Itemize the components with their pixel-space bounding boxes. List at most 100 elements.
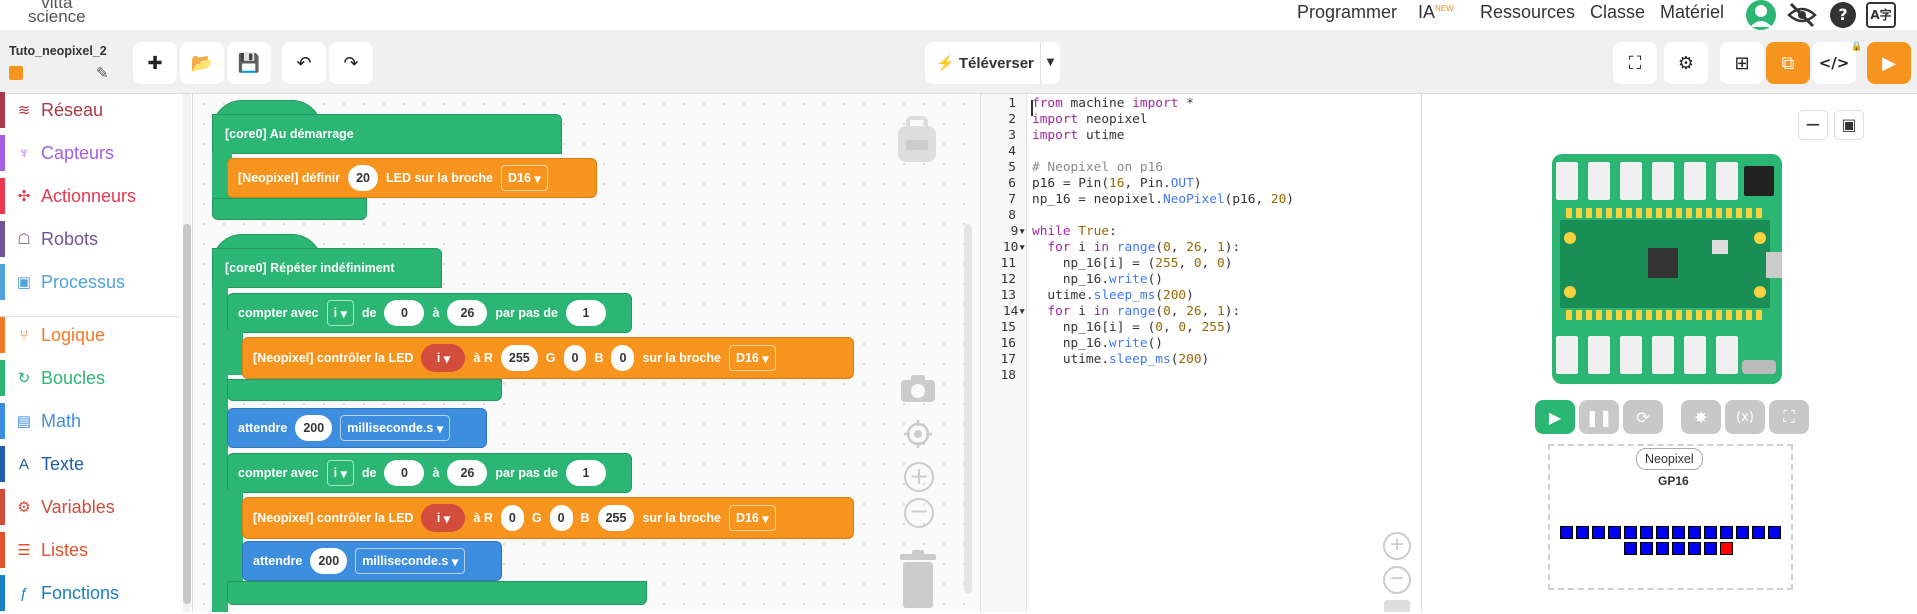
red-value-input[interactable]: 0 <box>500 505 524 531</box>
time-unit-dropdown[interactable]: milliseconde.s ▾ <box>340 415 451 441</box>
sidebar-category-capteurs[interactable]: ♆Capteurs <box>0 135 180 171</box>
for-loop-block[interactable]: compter avec i ▾ de 0 à 26 par pas de 1 <box>227 293 632 333</box>
sidebar-category-logique[interactable]: ⑂Logique <box>0 317 180 353</box>
wait-value-input[interactable]: 200 <box>310 548 348 574</box>
simulator-restart-button[interactable]: ⟳ <box>1623 400 1663 434</box>
loop-variable-dropdown[interactable]: i ▾ <box>326 300 354 326</box>
edit-name-icon[interactable]: ✎ <box>96 64 109 82</box>
pin-dropdown[interactable]: D16 ▾ <box>728 505 776 531</box>
blockly-workspace[interactable]: [core0] Au démarrage [Neopixel] définir … <box>194 94 979 612</box>
save-project-button[interactable]: 💾 <box>227 42 271 84</box>
sidebar-category-variables[interactable]: ⚙Variables <box>0 489 180 525</box>
project-name[interactable]: Tuto_neopixel_2 <box>9 44 107 58</box>
sidebar-category-réseau[interactable]: ≋Réseau <box>0 92 180 128</box>
nav-ia[interactable]: IANEW <box>1418 2 1454 22</box>
loop-from-input[interactable]: 0 <box>384 300 425 326</box>
line-number: 9▾ <box>1010 224 1026 239</box>
neopixel-set-led-block[interactable]: [Neopixel] contrôler la LED i ▾ à R 255 … <box>242 337 854 379</box>
green-value-input[interactable]: 0 <box>563 345 587 371</box>
eye-slash-icon[interactable] <box>1787 2 1817 28</box>
forever-block[interactable]: [core0] Répéter indéfiniment <box>212 248 442 288</box>
sidebar-scrollbar[interactable] <box>183 94 191 612</box>
raspberry-pi-pico-board[interactable] <box>1552 154 1782 384</box>
language-icon[interactable]: A字 <box>1866 2 1896 28</box>
neopixel-define-block[interactable]: [Neopixel] définir 20 LED sur la broche … <box>227 158 597 198</box>
sidebar-category-processus[interactable]: ▣Processus <box>0 264 180 300</box>
loop-step-input[interactable]: 1 <box>565 460 606 486</box>
nav-classe[interactable]: Classe <box>1590 2 1646 22</box>
sidebar-category-boucles[interactable]: ↻Boucles <box>0 360 180 396</box>
screenshot-icon[interactable] <box>900 374 936 404</box>
run-simulator-button[interactable]: ▶ <box>1867 42 1911 84</box>
neopixel-component[interactable]: Neopixel GP16 <box>1548 444 1793 590</box>
wait-block[interactable]: attendre 200 milliseconde.s ▾ <box>242 541 502 581</box>
text-icon: A <box>18 455 29 473</box>
wait-block[interactable]: attendre 200 milliseconde.s ▾ <box>227 408 487 448</box>
loop-step-input[interactable]: 1 <box>565 300 606 326</box>
minimize-simulator-icon[interactable]: − <box>1798 110 1828 140</box>
code-view-button[interactable]: </> <box>1812 42 1856 84</box>
simulator-debug-button[interactable]: ✸ <box>1681 400 1721 434</box>
settings-button[interactable]: ⚙ <box>1664 42 1708 84</box>
upload-options-dropdown[interactable]: ▼ <box>1040 42 1060 84</box>
sidebar-category-actionneurs[interactable]: ✣Actionneurs <box>0 178 180 214</box>
simulator-fullscreen-button[interactable]: ⛶ <box>1769 400 1809 434</box>
blue-value-input[interactable]: 0 <box>611 345 635 371</box>
green-value-input[interactable]: 0 <box>549 505 573 531</box>
simulator-variables-button[interactable]: (x) <box>1725 400 1765 434</box>
led-count-input[interactable]: 20 <box>348 165 378 191</box>
editor-reset-icon[interactable] <box>1384 600 1410 612</box>
loop-to-input[interactable]: 26 <box>447 300 488 326</box>
vittascience-logo[interactable]: vitta science <box>28 0 86 26</box>
sidebar-category-math[interactable]: ▤Math <box>0 403 180 439</box>
upload-button[interactable]: ⚡Téléverser <box>925 42 1045 84</box>
wait-value-input[interactable]: 200 <box>295 415 333 441</box>
sidebar-category-robots[interactable]: ☖Robots <box>0 221 180 257</box>
backpack-icon[interactable] <box>894 116 940 164</box>
trash-icon[interactable] <box>898 550 938 610</box>
pin-dropdown[interactable]: D16 ▾ <box>500 165 548 191</box>
loop-to-input[interactable]: 26 <box>447 460 488 486</box>
blocks-view-button[interactable]: ⊞ <box>1720 42 1764 84</box>
split-view-button[interactable]: ⧉ <box>1766 42 1810 84</box>
workspace-scrollbar[interactable] <box>964 224 972 594</box>
caret-down-icon: ▼ <box>1046 57 1055 68</box>
zoom-out-icon[interactable]: − <box>904 498 934 528</box>
time-unit-dropdown[interactable]: milliseconde.s ▾ <box>355 548 466 574</box>
help-icon[interactable]: ? <box>1830 2 1856 28</box>
loop-from-input[interactable]: 0 <box>384 460 425 486</box>
recenter-icon[interactable] <box>904 420 932 448</box>
user-avatar-icon[interactable] <box>1746 0 1776 30</box>
loop-variable-dropdown[interactable]: i ▾ <box>326 460 354 486</box>
redo-button[interactable]: ↷ <box>329 42 373 84</box>
pin-dropdown[interactable]: D16 ▾ <box>728 345 776 371</box>
editor-zoom-in-icon[interactable]: + <box>1383 532 1411 560</box>
led-index-variable[interactable]: i ▾ <box>421 504 466 532</box>
neopixel-set-led-block[interactable]: [Neopixel] contrôler la LED i ▾ à R 0 G … <box>242 497 854 539</box>
simulator-pause-button[interactable]: ❚❚ <box>1579 400 1619 434</box>
nav-ressources[interactable]: Ressources <box>1480 2 1576 22</box>
neopixel-led <box>1624 542 1637 555</box>
nav-programmer[interactable]: Programmer <box>1297 2 1398 22</box>
zoom-in-icon[interactable]: + <box>904 462 934 492</box>
fullscreen-button[interactable]: ⛶ <box>1613 42 1657 84</box>
scrollbar-thumb[interactable] <box>183 224 191 604</box>
variables-icon: (x) <box>1736 409 1754 425</box>
blue-value-input[interactable]: 255 <box>597 505 635 531</box>
list-icon: ☰ <box>17 542 31 559</box>
led-index-variable[interactable]: i ▾ <box>421 344 466 372</box>
for-loop-block[interactable]: compter avec i ▾ de 0 à 26 par pas de 1 <box>227 453 632 493</box>
simulator-play-button[interactable]: ▶ <box>1535 400 1575 434</box>
editor-zoom-out-icon[interactable]: − <box>1383 566 1411 594</box>
sidebar-category-listes[interactable]: ☰Listes <box>0 532 180 568</box>
red-value-input[interactable]: 255 <box>500 345 538 371</box>
start-block[interactable]: [core0] Au démarrage <box>212 114 562 154</box>
undo-button[interactable]: ↶ <box>282 42 326 84</box>
nav-materiel[interactable]: Matériel <box>1660 2 1725 22</box>
open-project-button[interactable]: 📂 <box>180 42 224 84</box>
chip-icon[interactable]: ▣ <box>1834 110 1864 140</box>
new-project-button[interactable]: ✚ <box>133 42 177 84</box>
